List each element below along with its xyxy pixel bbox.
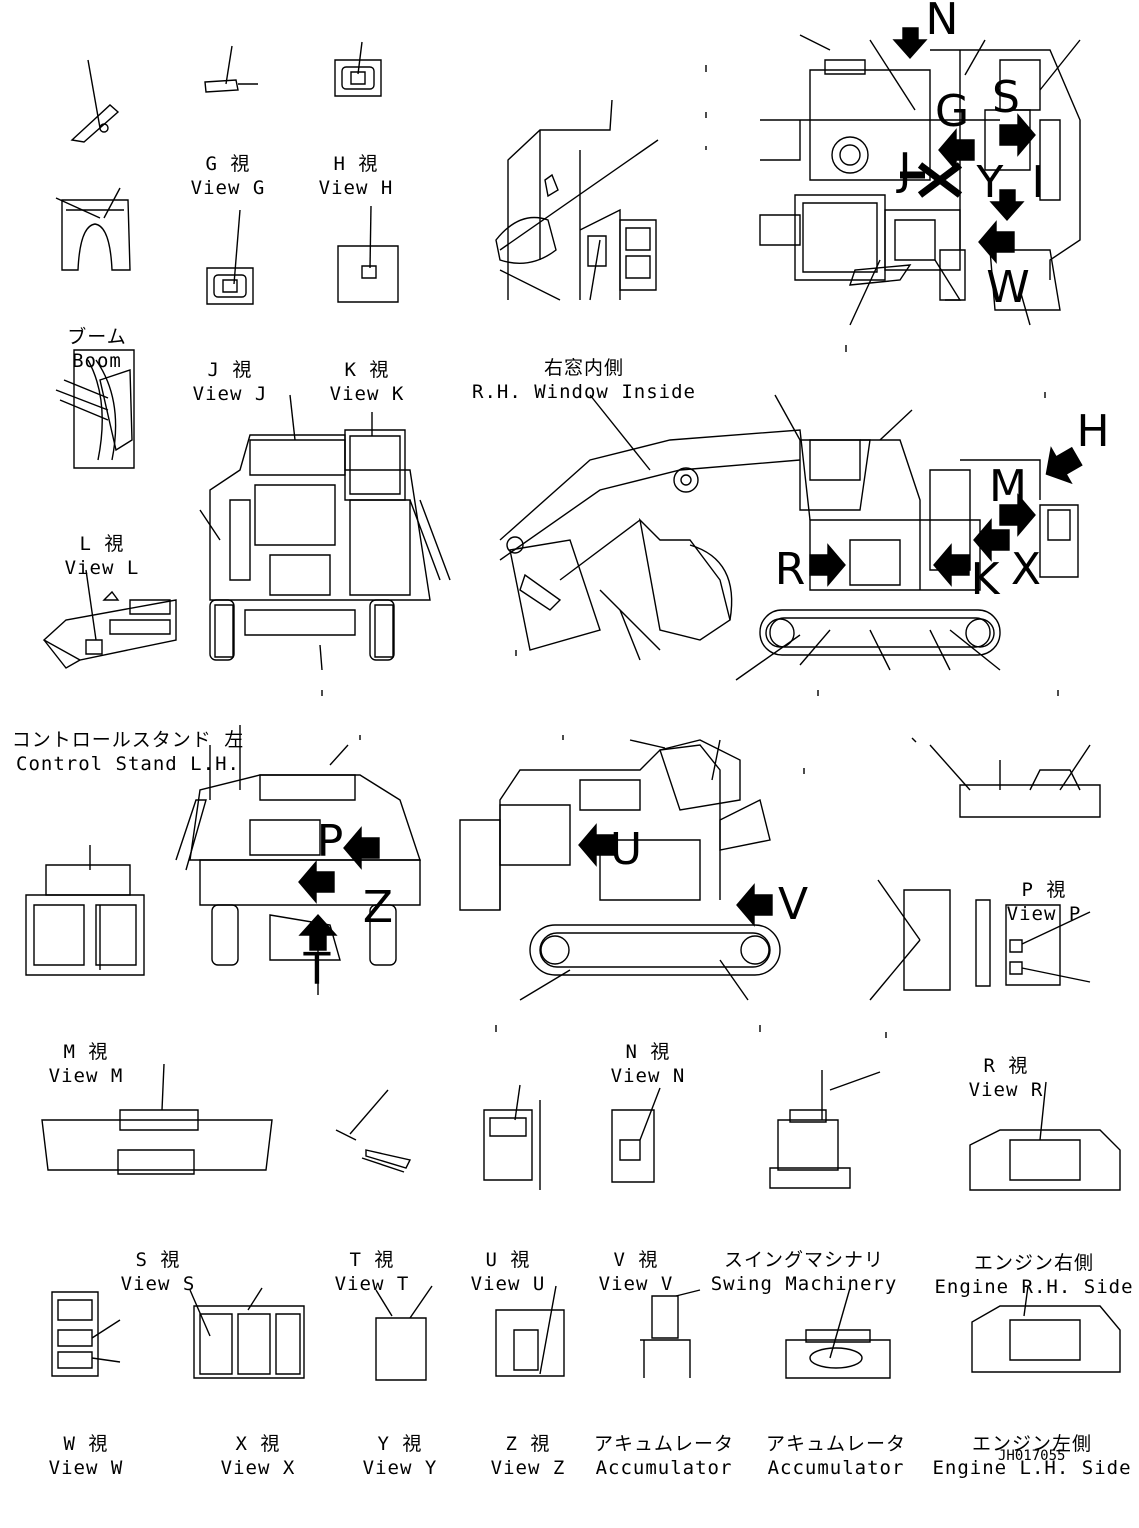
letter-y: Y [976,157,1004,208]
view-s-drawing [42,1064,272,1174]
boom-drawing [56,188,130,270]
top-view-drawing [760,28,1080,325]
engine-rh-drawing [970,1082,1120,1190]
letter-w: W [986,262,1030,313]
letter-p: P [316,816,344,867]
drawing-code: JH017055 [998,1448,1066,1464]
rear-view-2-drawing [176,725,420,995]
letter-s: S [992,72,1020,123]
rh-window-inside-drawing [496,100,658,300]
engine-lh-drawing [972,1286,1120,1372]
letter-j: J [898,144,912,195]
reference-ticks [322,65,1058,1038]
view-p-drawing [930,745,1100,817]
view-n-drawing [460,740,780,1000]
view-w-drawing [52,1292,120,1376]
view-h-drawing [335,42,381,96]
view-l-drawing [56,350,134,468]
side-view-drawing [500,395,1087,680]
letter-k: K [970,554,1000,605]
control-stand-drawing [44,570,176,668]
letter-u: U [609,824,643,875]
swing-machinery-drawing [770,1070,880,1188]
accumulator-1-drawing [640,1290,700,1378]
view-z-drawing [496,1286,564,1376]
letter-m: M [989,461,1027,512]
view-r-drawing [870,880,1090,1000]
letter-i: I [1031,157,1045,208]
letter-t: T [303,944,331,995]
view-m-drawing [26,845,144,975]
view-y-drawing [376,1286,432,1380]
view-t-drawing [336,1090,410,1172]
view-x-drawing [190,1288,304,1378]
letter-z: Z [362,882,394,933]
view-k-drawing [338,206,398,302]
letter-h: H [1076,406,1110,457]
view-v-drawing [612,1088,660,1182]
rear-view-drawing [200,395,450,670]
letter-v: V [777,879,809,930]
letter-g: G [934,86,970,137]
view-g-drawing [72,46,258,142]
view-u-drawing [484,1085,540,1190]
letter-r: R [774,544,806,595]
view-j-drawing [207,210,253,304]
parts-label-drawing [0,0,1139,1492]
letter-x: X [1010,544,1042,595]
letter-n: N [925,0,959,45]
accumulator-2-drawing [786,1288,890,1378]
